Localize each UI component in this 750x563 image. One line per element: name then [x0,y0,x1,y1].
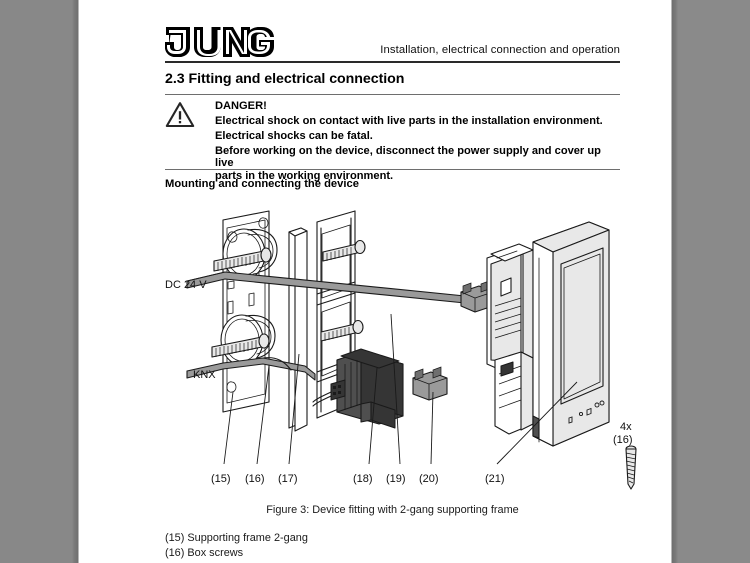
danger-line-4: parts in the working environment. [215,169,394,182]
danger-heading: DANGER! [215,100,267,112]
callout-19: (19) [386,473,406,485]
label-screw-ref: (16) [613,434,633,446]
callout-17: (17) [278,473,298,485]
jung-logo [165,26,293,58]
label-screw-count: 4x [620,421,632,433]
danger-line-2: Electrical shocks can be fatal. [215,130,373,143]
loose-screw [625,445,637,490]
danger-text: DANGER! Electrical shock on contact with… [215,99,615,182]
frame-screws [320,239,366,342]
callout-20: (20) [419,473,439,485]
subsection-heading: Mounting and connecting the device [165,178,359,190]
figure-legend: (15) Supporting frame 2-gang (16) Box sc… [165,531,620,561]
page-header: Installation, electrical connection and … [165,26,620,64]
legend-item-15: (15) Supporting frame 2-gang [165,532,308,544]
header-divider [165,61,620,63]
document-page: Installation, electrical connection and … [79,0,671,563]
figure-caption: Figure 3: Device fitting with 2-gang sup… [266,504,519,516]
warning-triangle-icon [165,101,195,128]
header-title: Installation, electrical connection and … [380,44,620,56]
title-divider [165,94,620,96]
danger-line-1: Electrical shock on contact with live pa… [215,115,603,128]
callout-labels: (15) (16) (17) (18) (19) (20) (21) [211,473,505,485]
page-title: 2.3 Fitting and electrical connection [165,71,405,87]
bus-coupler-module [312,348,404,429]
display-panel [532,221,610,447]
callout-15: (15) [211,473,231,485]
label-dc-24v: DC 24 V [165,279,207,291]
callout-16: (16) [245,473,265,485]
wall-box-assembly [220,210,278,413]
legend-item-16: (16) Box screws [165,547,244,560]
callout-18: (18) [353,473,373,485]
label-knx: KNX [193,369,216,381]
danger-line-3: Before working on the device, disconnect… [215,144,601,170]
danger-divider [165,169,620,171]
box-screws [211,247,272,358]
figure-3-illustration: .ol { fill:none; stroke:#1a1a1a; stroke-… [165,206,657,498]
callout-leaders [223,313,578,465]
callout-21: (21) [485,473,505,485]
